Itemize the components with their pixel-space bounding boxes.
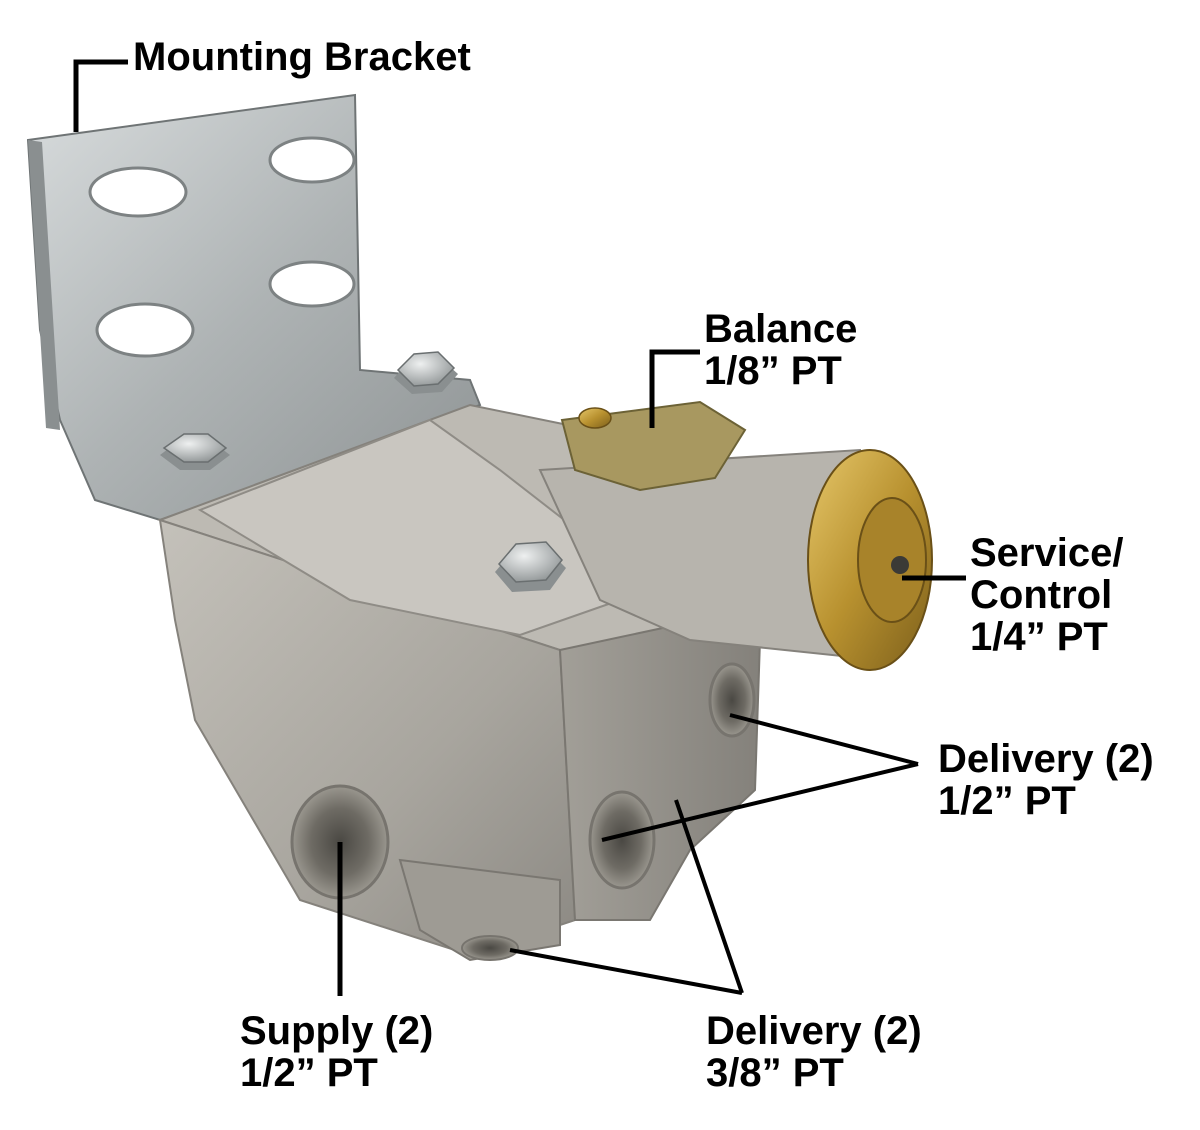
mounting-bracket-text: Mounting Bracket [133,35,471,79]
bracket-slot [268,260,356,308]
service-control-size: 1/4” PT [970,615,1108,659]
balance-label: Balance 1/8” PT [704,308,857,392]
hex-bolt [495,541,566,592]
bracket-slot [88,166,188,218]
delivery-port-three-eighths [461,935,519,961]
delivery-three-eighths-label: Delivery (2) 3/8” PT [706,1010,922,1094]
service-control-boss [538,448,933,671]
supply-name: Supply (2) [240,1009,434,1053]
bracket-slot [268,136,356,184]
balance-leader [649,349,700,428]
hex-bolt [160,433,230,470]
service-port [891,556,909,574]
bracket-slot [95,302,195,358]
delivery-half-name: Delivery (2) [938,737,1154,781]
supply-size: 1/2” PT [240,1051,378,1095]
delivery-port-half-lower [588,790,656,890]
supply-label: Supply (2) 1/2” PT [240,1010,433,1094]
balance-cap [560,400,747,492]
service-control-line2: Control [970,573,1113,617]
hex-bolt [394,351,458,394]
delivery-three-eighths-leader-right [674,799,744,994]
delivery-three-eighths-size: 3/8” PT [706,1051,844,1095]
delivery-three-eighths-name: Delivery (2) [706,1009,922,1053]
service-control-label: Service/ Control 1/4” PT [970,532,1123,658]
delivery-port-half-upper [708,662,756,738]
balance-size: 1/8” PT [704,349,842,393]
mounting-bracket-label: Mounting Bracket [133,36,471,78]
mounting-bracket [26,93,482,522]
mounting-bracket-leader [73,59,128,132]
balance-name: Balance [704,307,858,351]
service-control-line1: Service/ [970,531,1124,575]
delivery-half-size: 1/2” PT [938,779,1076,823]
delivery-half-label: Delivery (2) 1/2” PT [938,738,1154,822]
brass-fitting-face [857,497,927,623]
delivery-three-eighths-leader-left [509,948,743,995]
delivery-half-leader-lower [601,762,919,842]
delivery-half-leader-upper [729,713,919,766]
